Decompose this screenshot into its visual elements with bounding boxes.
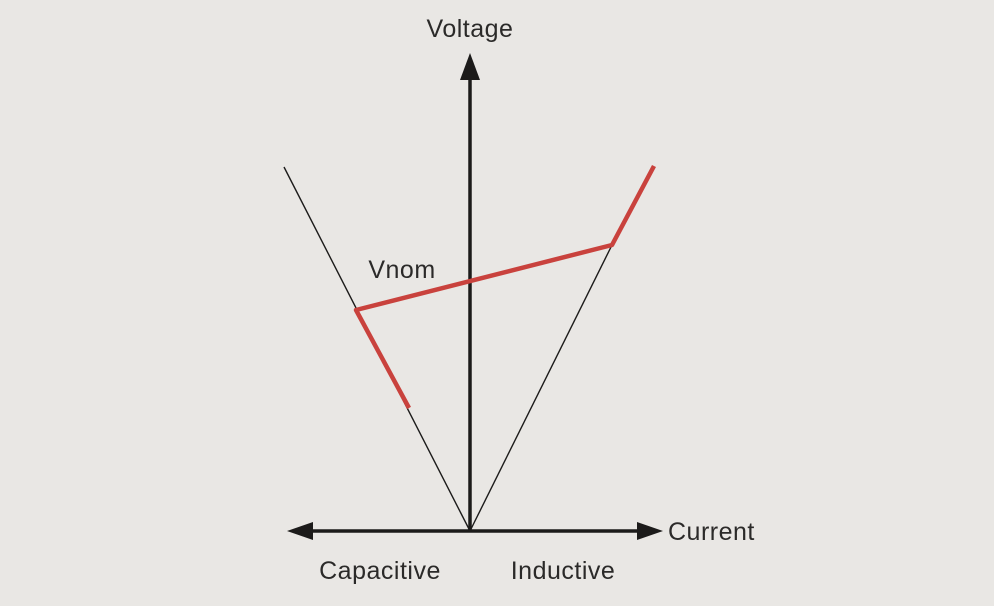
up-arrow-icon (460, 53, 480, 80)
inductive-limit-line (469, 244, 613, 532)
right-arrow-icon (637, 522, 663, 540)
vnom-label: Vnom (368, 256, 435, 284)
current-axis-label: Current (668, 518, 755, 546)
inductive-label: Inductive (511, 557, 616, 585)
operating-curve (353, 164, 656, 410)
voltage-axis-label: Voltage (427, 15, 514, 43)
left-arrow-icon (287, 522, 313, 540)
capacitive-label: Capacitive (319, 557, 441, 585)
